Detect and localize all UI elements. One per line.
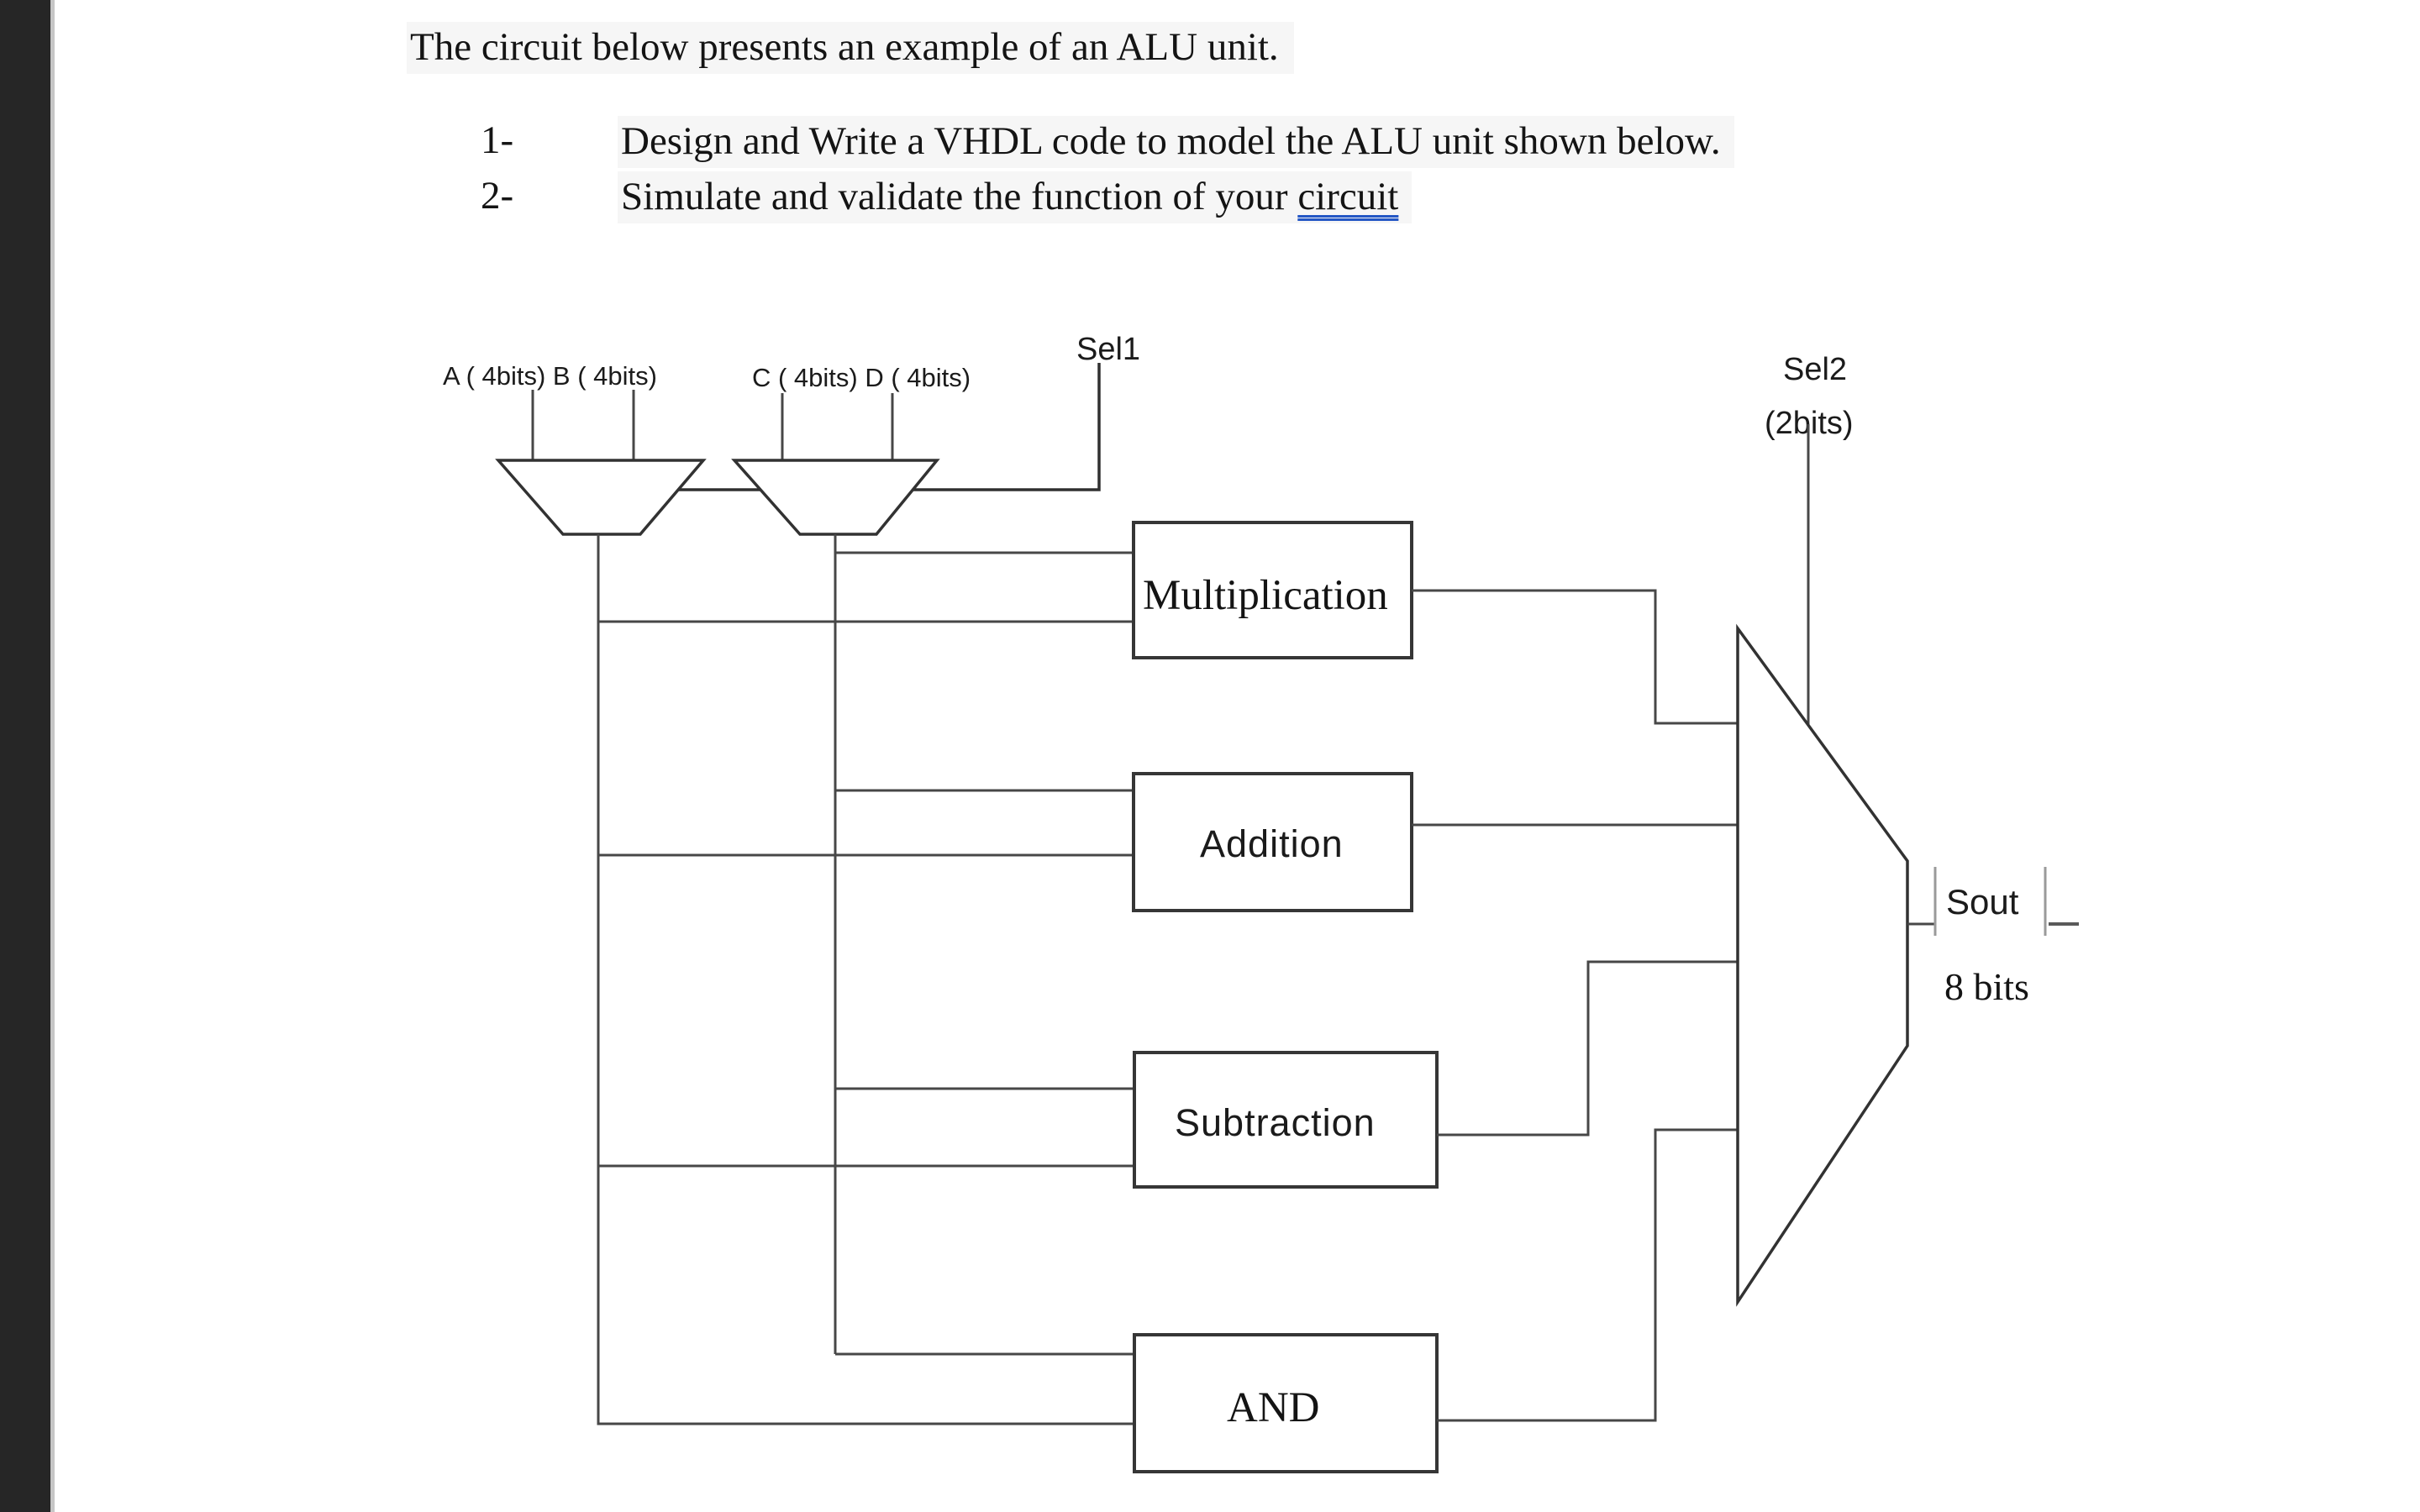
- addition-box: [1132, 772, 1413, 912]
- task-1-text: Design and Write a VHDL code to model th…: [618, 116, 1734, 168]
- subtraction-label: Subtraction: [1175, 1101, 1376, 1144]
- mult-output-wire: [1412, 589, 1738, 725]
- sout-label: Sout: [1946, 882, 2019, 921]
- and-label: AND: [1227, 1384, 1320, 1431]
- mux-ab-shape: [495, 459, 707, 536]
- mux-cd-shape: [731, 459, 940, 536]
- inputs-ab-label: A ( 4bits) B ( 4bits): [443, 361, 657, 391]
- app-side-bar: [0, 0, 50, 1512]
- and-box: [1133, 1333, 1439, 1473]
- mux-ab-trunk-wire: [597, 534, 1134, 1425]
- addition-label: Addition: [1200, 822, 1344, 865]
- sel1-label: Sel1: [1076, 332, 1140, 367]
- sub-output-wire: [1437, 960, 1738, 1137]
- exercise-title: The circuit below presents an example of…: [407, 22, 1294, 74]
- task-2-underlined-word: circuit: [1297, 175, 1399, 218]
- and-output-wire: [1437, 1128, 1738, 1422]
- sout-bits-label: 8 bits: [1944, 965, 2029, 1008]
- task-2-number: 2-: [481, 174, 514, 218]
- inputs-cd-label: C ( 4bits) D ( 4bits): [752, 363, 971, 392]
- task-2-text: Simulate and validate the function of yo…: [618, 171, 1413, 223]
- multiplication-box: [1132, 521, 1413, 659]
- sel2-label: Sel2: [1783, 352, 1847, 387]
- task-1-number: 1-: [481, 118, 514, 162]
- subtraction-box: [1133, 1051, 1439, 1189]
- page-edge-divider: [50, 0, 55, 1512]
- task-2-text-lead: Simulate and validate the function of yo…: [621, 175, 1298, 218]
- output-mux-shape: [1736, 623, 1909, 1307]
- multiplication-label: Multiplication: [1143, 572, 1388, 619]
